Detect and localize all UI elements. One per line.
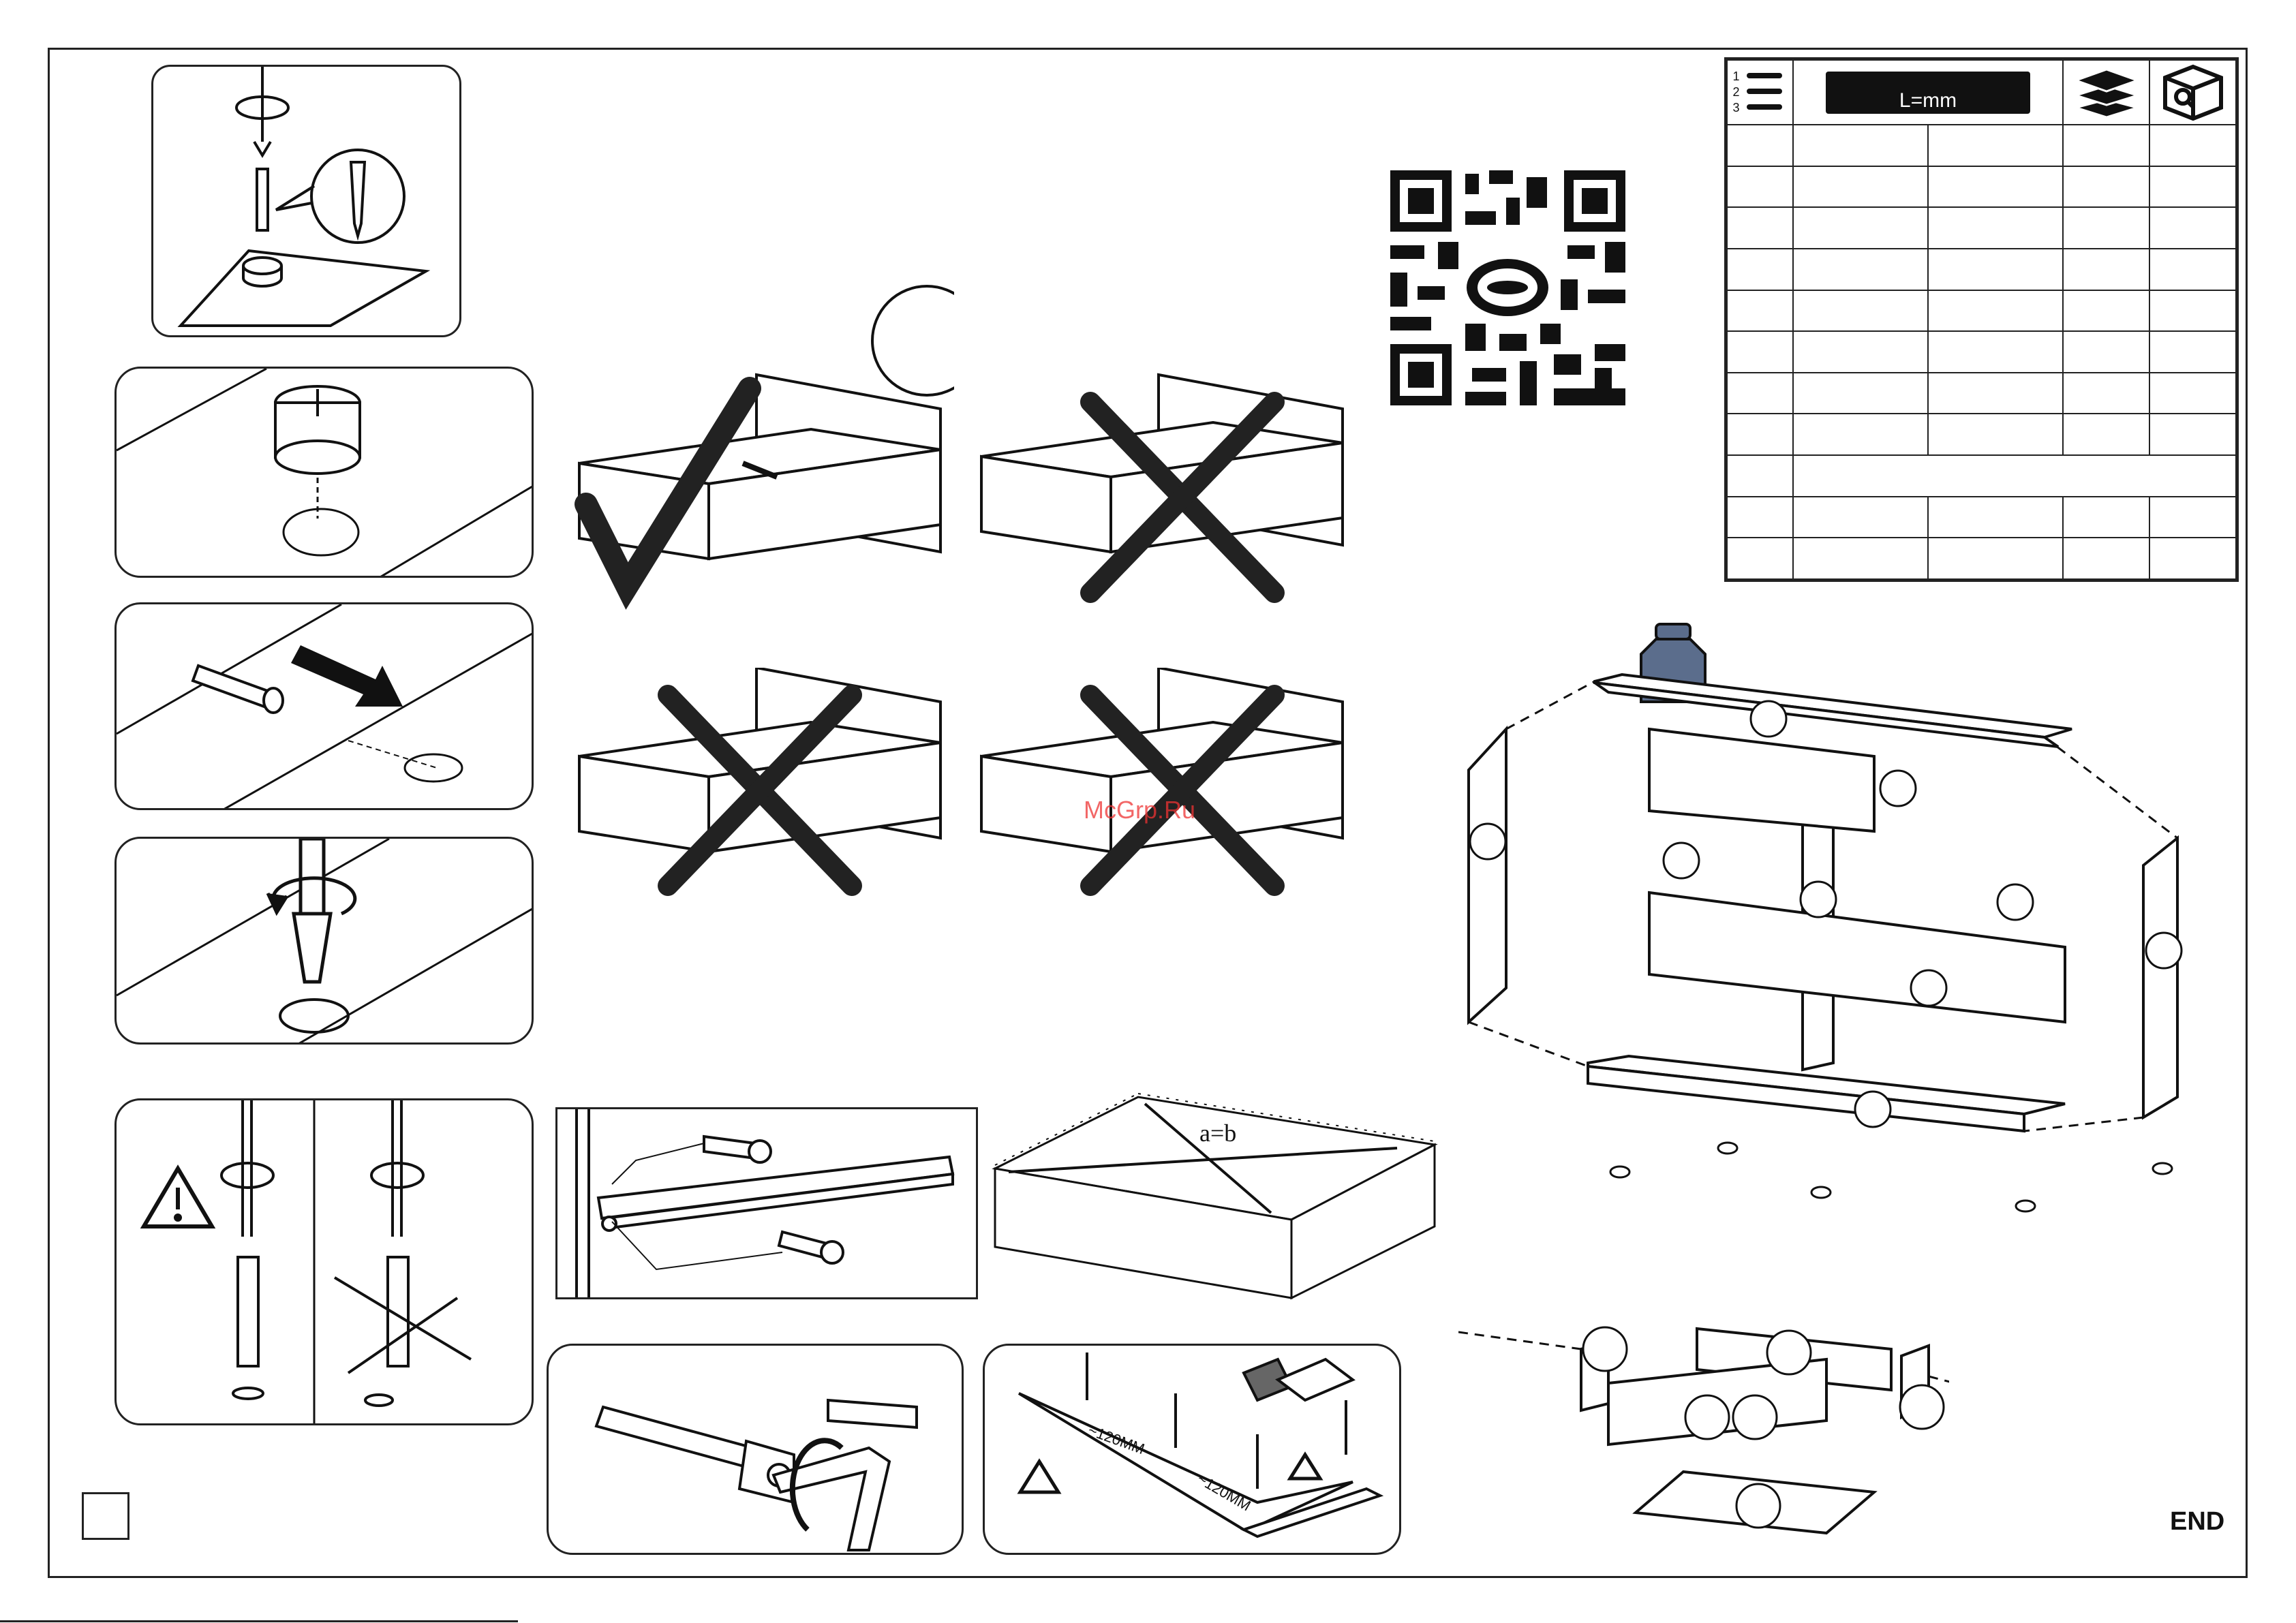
top-panel	[1595, 675, 2072, 737]
cam-lock-icon	[280, 1000, 348, 1032]
screwdriver-rotate-icon	[268, 839, 355, 982]
left-side-panel	[1469, 729, 1506, 1022]
ruler-label: L=mm	[1826, 89, 2030, 112]
cam-bolt-icon	[596, 1407, 794, 1502]
step-cam-lock-panel	[114, 367, 534, 578]
drawer-box-assembly	[1458, 1308, 1949, 1567]
parts-table: 1 2 3 L=mm	[1724, 57, 2239, 582]
step-warning-panel	[114, 1098, 534, 1425]
drawer-slide-panel	[555, 1107, 978, 1299]
screw-zoom-icon	[276, 150, 404, 243]
drawer-assembly-wrong-2	[572, 668, 954, 899]
ruler-icon: L=mm	[1793, 60, 2063, 125]
step-nailing-panel: ~120MM ~120MM	[983, 1344, 1401, 1555]
drawer-assembly-wrong-3	[975, 668, 1356, 899]
numbered-list-icon: 1 2 3	[1727, 60, 1793, 125]
warning-icon	[144, 1169, 212, 1226]
step-hex-key-panel	[547, 1344, 964, 1555]
screw-icon	[704, 1137, 771, 1162]
cam-lock-icon	[275, 386, 360, 474]
qr-code[interactable]	[1390, 170, 1625, 405]
cam-bolt-icon	[193, 666, 283, 713]
watermark: McGrp.Ru	[1084, 796, 1195, 824]
cabinet-exploded-view	[1458, 613, 2222, 1295]
end-label: END	[2170, 1507, 2224, 1536]
hole-icon	[284, 509, 358, 555]
drawer-assembly-wrong-1	[975, 368, 1356, 613]
drawer-assembly-correct	[572, 273, 954, 627]
step-screw-panel	[151, 65, 461, 337]
step-cam-bolt-panel	[114, 602, 534, 810]
screw-icon	[779, 1232, 843, 1263]
hammer-icon	[1244, 1359, 1353, 1400]
page-number-box	[82, 1492, 129, 1540]
cam-on-board-icon	[181, 251, 426, 326]
bottom-rule	[0, 1620, 518, 1622]
step-tighten-cam-panel	[114, 837, 534, 1045]
back-panel-top	[1649, 729, 1874, 831]
screwdriver-wrong-icon	[335, 1100, 471, 1406]
screwdriver-correct-icon	[221, 1100, 273, 1399]
diagonal-label: a=b	[1199, 1119, 1236, 1147]
drawer-slide-icon	[598, 1157, 953, 1231]
cam-zoom-icon	[872, 286, 954, 395]
right-side-panel	[2143, 838, 2177, 1117]
insert-arrow-icon	[291, 645, 403, 707]
layers-icon	[2063, 60, 2149, 125]
hole-icon	[405, 754, 462, 782]
parts-box-icon	[2149, 60, 2236, 125]
drawer-square-check: a=b	[988, 1080, 1441, 1305]
